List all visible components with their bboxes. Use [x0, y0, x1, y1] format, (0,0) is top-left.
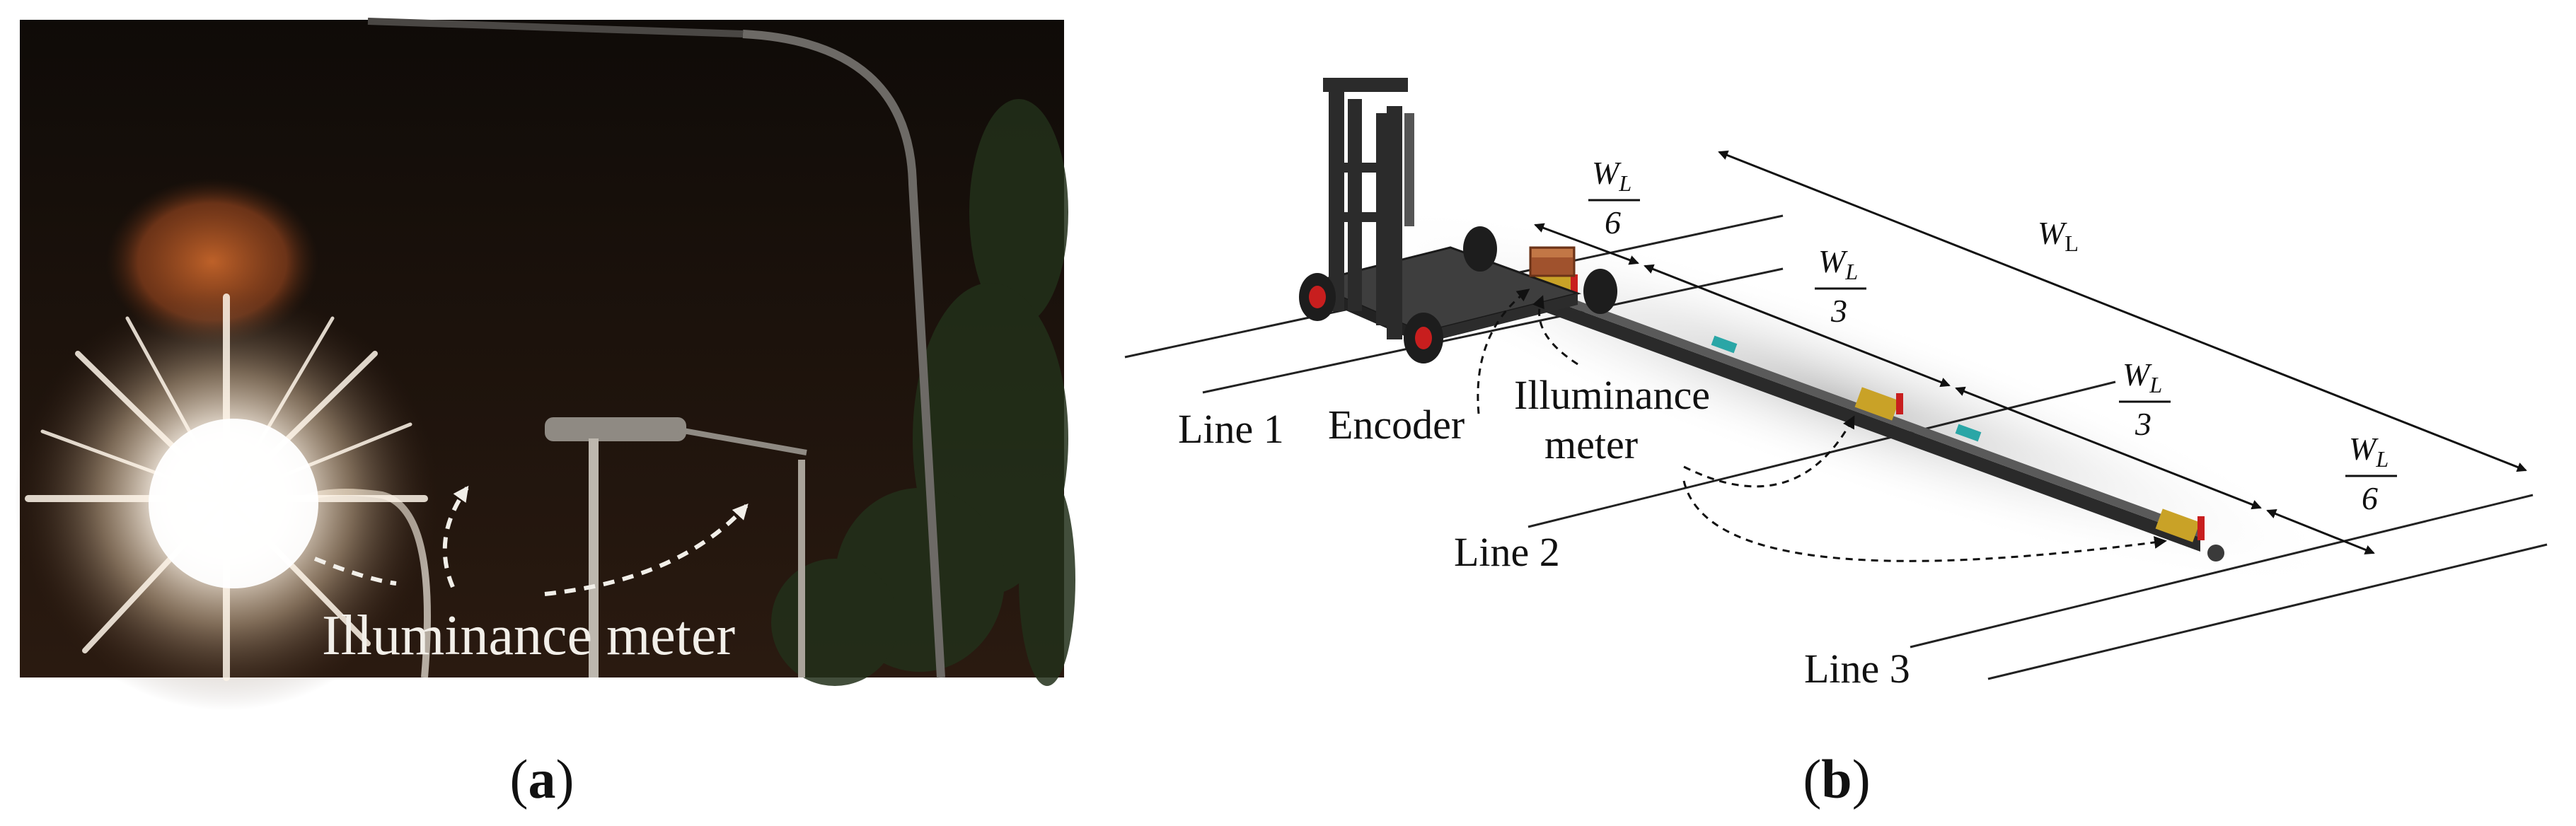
photo-annotation: Illuminance meter — [322, 605, 735, 667]
photo-arrows — [313, 485, 749, 596]
teal-marker-2 — [1955, 424, 1982, 442]
panel-b-diagram: Line 1 Line 2 Line 3 Encoder Illuminance… — [1124, 78, 2548, 692]
dim-label-third-1: WL 3 — [1815, 243, 1866, 329]
street-lamp-pole-short — [589, 438, 599, 677]
sensor-box-line3 — [2155, 508, 2224, 562]
encoder-arrow — [1477, 289, 1530, 414]
sensor-box-line2 — [1854, 387, 1903, 421]
lamp-head-short — [545, 417, 686, 441]
label-illuminance-1: Illuminance — [1514, 372, 1710, 418]
dim-total — [1718, 150, 2527, 472]
annotation-arrows — [1477, 289, 2167, 562]
dimension-arrows — [1534, 150, 2527, 555]
label-line-2: Line 2 — [1454, 529, 1560, 575]
label-line-1: Line 1 — [1178, 406, 1284, 452]
teal-marker-1 — [1711, 335, 1738, 354]
label-encoder: Encoder — [1328, 402, 1465, 448]
dim-label-total: WL — [2038, 215, 2079, 256]
svg-text:WL: WL — [2038, 215, 2079, 256]
dim-label-third-2: WL 3 — [2119, 356, 2171, 442]
dim-sixth-1 — [1534, 223, 1639, 265]
svg-text:WL: WL — [2122, 356, 2162, 397]
caption-a: (a) — [510, 748, 574, 810]
panel-a-photo: Illuminance meter — [14, 18, 1075, 711]
dim-label-sixth-2: WL 6 — [2345, 431, 2397, 516]
svg-text:6: 6 — [1605, 204, 1621, 240]
svg-text:WL: WL — [2349, 431, 2389, 472]
cart-wheels — [1299, 226, 1617, 363]
dim-label-sixth-1: WL 6 — [1588, 155, 1640, 240]
cart-handle-frame — [1323, 78, 1414, 339]
encoder-box — [1529, 246, 1576, 277]
measurement-beam — [1475, 263, 2200, 552]
label-illuminance-2: meter — [1544, 421, 1638, 467]
label-line-3: Line 3 — [1804, 646, 1910, 692]
cart — [1299, 78, 1617, 363]
dim-third-2 — [1955, 386, 2262, 510]
caption-b: (b) — [1803, 748, 1870, 810]
line-3 — [1910, 494, 2534, 648]
svg-text:3: 3 — [2135, 406, 2152, 442]
svg-text:WL: WL — [1592, 155, 1631, 196]
svg-text:WL: WL — [1818, 243, 1858, 284]
svg-text:6: 6 — [2362, 480, 2378, 516]
svg-text:3: 3 — [1830, 293, 1847, 329]
dim-sixth-2 — [2266, 508, 2375, 555]
street-lamp-pole-tall — [742, 30, 945, 678]
meter-arrow-line2 — [1683, 415, 1855, 488]
dim-third-1 — [1644, 264, 1951, 388]
